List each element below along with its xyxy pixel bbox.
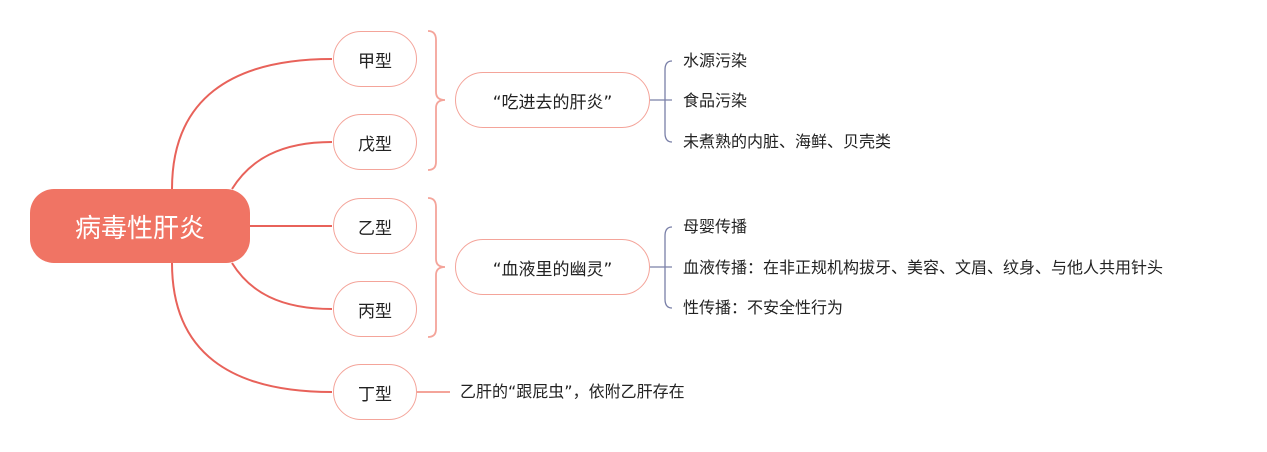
leaf-item[interactable]: 性传播：不安全性行为: [683, 298, 844, 317]
leaf-item[interactable]: 未煮熟的内脏、海鲜、贝壳类: [683, 132, 892, 151]
branch-jia: [171, 58, 333, 190]
root-node[interactable]: 病毒性肝炎: [30, 189, 250, 263]
type-node-wu[interactable]: 戊型: [333, 114, 417, 170]
brace-1: [427, 30, 446, 171]
leaf-item[interactable]: 母婴传播: [683, 217, 748, 236]
type-node-yi[interactable]: 乙型: [333, 198, 417, 254]
type-node-jia[interactable]: 甲型: [333, 31, 417, 87]
type-node-ding[interactable]: 丁型: [333, 364, 417, 420]
leaf-brace-1: [650, 60, 673, 143]
leaf-item[interactable]: 食品污染: [683, 91, 748, 110]
leaf-item[interactable]: 血液传播：在非正规机构拔牙、美容、文眉、纹身、与他人共用针头: [683, 258, 1164, 277]
brace-2: [427, 197, 446, 338]
leaf-brace-2: [650, 226, 673, 309]
leaf-item[interactable]: 水源污染: [683, 51, 748, 70]
type-node-bing[interactable]: 丙型: [333, 281, 417, 337]
branch-ding: [171, 262, 333, 393]
group-node-fecal-oral[interactable]: “吃进去的肝炎”: [455, 72, 650, 128]
hdv-note[interactable]: 乙肝的“跟屁虫”，依附乙肝存在: [460, 382, 685, 401]
group-node-bloodborne[interactable]: “血液里的幽灵”: [455, 239, 650, 295]
branch-bing: [231, 262, 333, 310]
branch-wu: [231, 141, 333, 190]
